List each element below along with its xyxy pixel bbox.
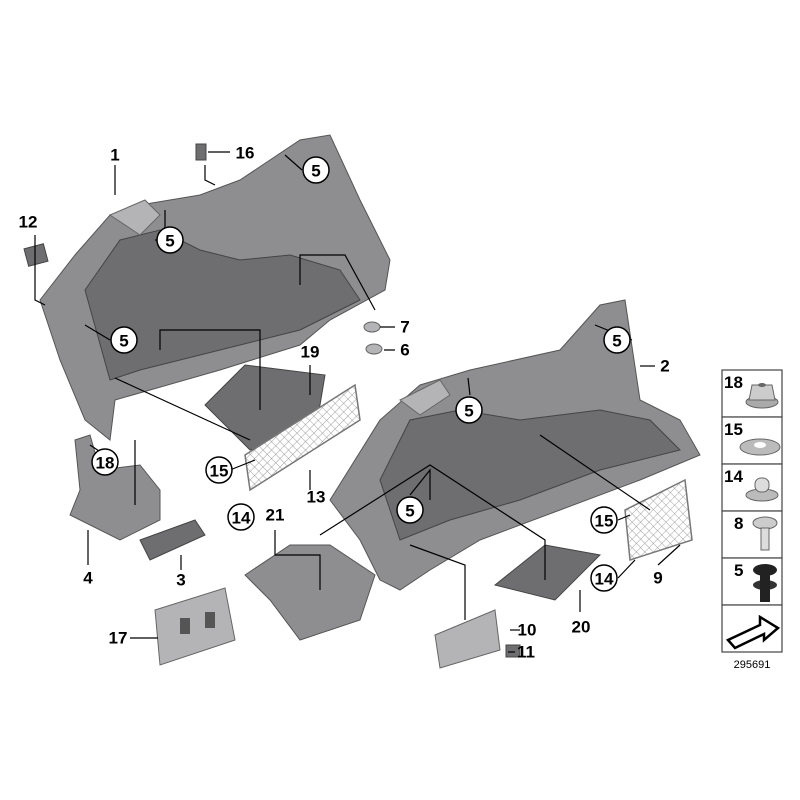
leader-lines xyxy=(34,151,681,653)
legend-number-15: 15 xyxy=(724,420,743,439)
part-11 xyxy=(505,644,521,658)
luggage-net-part-13 xyxy=(244,383,361,492)
luggage-net-part-9 xyxy=(624,478,693,561)
label-15: 15 xyxy=(595,512,614,531)
part-7 xyxy=(363,321,381,333)
label-5: 5 xyxy=(464,402,473,421)
push-rivet-dark-icon xyxy=(753,564,777,602)
box-part-17 xyxy=(154,587,236,666)
left-trunk-trim-part-1 xyxy=(39,134,391,441)
label-14: 14 xyxy=(232,509,251,528)
legend-number-8: 8 xyxy=(734,514,743,533)
label-17: 17 xyxy=(109,629,128,648)
label-2: 2 xyxy=(660,357,669,376)
push-rivet-light-icon xyxy=(752,516,778,551)
label-14: 14 xyxy=(595,570,614,589)
label-10: 10 xyxy=(518,621,537,640)
bracket-part-4 xyxy=(69,434,161,541)
box-slot xyxy=(205,612,215,628)
label-5: 5 xyxy=(311,162,320,181)
part-6 xyxy=(365,343,383,355)
box-slot xyxy=(180,618,190,634)
floor-tray-part-20 xyxy=(493,544,602,601)
clip-nut-icon xyxy=(745,477,779,502)
speed-washer-icon xyxy=(739,438,781,456)
label-15: 15 xyxy=(210,462,229,481)
legend-number-5: 5 xyxy=(734,561,743,580)
label-12: 12 xyxy=(19,213,38,232)
legend-number-14: 14 xyxy=(724,467,743,486)
label-5: 5 xyxy=(405,502,414,521)
label-4: 4 xyxy=(83,569,93,588)
part-3 xyxy=(139,519,206,561)
part-16 xyxy=(195,143,207,161)
diagram-number: 295691 xyxy=(734,659,771,671)
label-11: 11 xyxy=(517,643,535,662)
label-1: 1 xyxy=(110,146,119,165)
label-5: 5 xyxy=(612,332,621,351)
label-5: 5 xyxy=(119,332,128,351)
right-trunk-trim-part-2 xyxy=(329,299,701,591)
callout-circles xyxy=(91,156,631,592)
label-21: 21 xyxy=(266,506,285,525)
direction-arrow-icon xyxy=(725,614,781,650)
storage-box-part-21 xyxy=(244,544,376,641)
part-12 xyxy=(23,243,49,267)
label-13: 13 xyxy=(307,488,326,507)
label-20: 20 xyxy=(572,618,591,637)
label-16: 16 xyxy=(236,144,255,163)
cover-part-10 xyxy=(434,609,501,669)
label-18: 18 xyxy=(96,454,115,473)
legend-number-18: 18 xyxy=(724,373,743,392)
label-19: 19 xyxy=(301,343,320,362)
label-5: 5 xyxy=(165,232,174,251)
label-9: 9 xyxy=(653,569,662,588)
label-7: 7 xyxy=(400,318,409,337)
fastener-legend: 18 15 14 8 5 295691 xyxy=(721,369,783,671)
flange-nut-icon xyxy=(745,383,779,409)
label-3: 3 xyxy=(176,571,185,590)
label-6: 6 xyxy=(400,341,409,360)
